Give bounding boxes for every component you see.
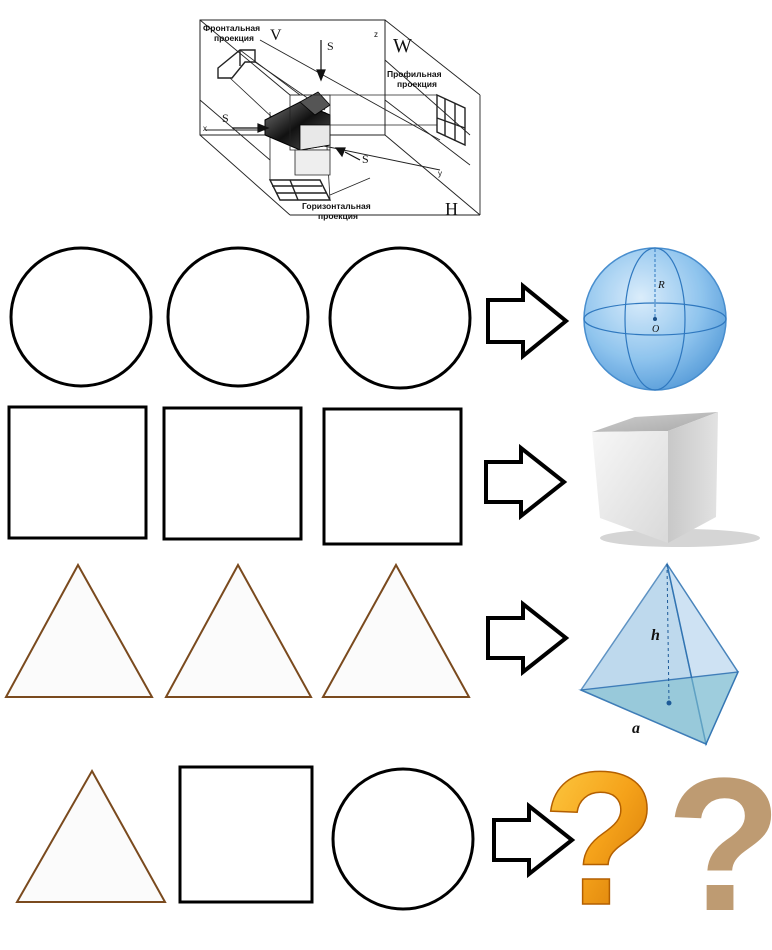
arrow-right-icon xyxy=(492,801,576,879)
row-squares xyxy=(7,405,463,546)
projection-diagram: Фронтальная проекция V z W S Профильная … xyxy=(199,19,481,221)
axis-z-label: z xyxy=(374,30,378,39)
triangle-2 xyxy=(164,562,313,698)
frontal-label-line1: Фронтальная xyxy=(203,23,260,33)
arrow-right-icon xyxy=(486,281,570,361)
svg-text:?: ? xyxy=(666,739,772,950)
triangle-4 xyxy=(15,768,167,903)
sphere: R O xyxy=(583,247,727,391)
profile-label-line1: Профильная xyxy=(387,69,442,79)
frontal-label-line2: проекция xyxy=(214,33,254,43)
sphere-radius-label: R xyxy=(657,279,665,291)
axis-x-label: x xyxy=(203,124,207,133)
plane-edges xyxy=(199,19,481,216)
row-circles xyxy=(9,246,472,390)
square-1 xyxy=(7,405,148,540)
arrow-right-icon xyxy=(486,599,570,677)
square-3 xyxy=(322,407,463,546)
frontal-projection-shape xyxy=(217,49,256,79)
triangle-1 xyxy=(4,562,154,698)
pyramid: h a xyxy=(578,562,740,747)
sphere-center-label: O xyxy=(652,324,659,335)
question-mark-icon: ? ? xyxy=(541,732,772,950)
square-4 xyxy=(178,765,314,904)
object-3d xyxy=(264,91,331,176)
horizontal-label-line1: Горизонтальная xyxy=(302,201,371,211)
circle-1 xyxy=(9,246,153,388)
direction-s-left: S xyxy=(222,111,229,125)
horizontal-projection-shape xyxy=(268,179,332,201)
profile-projection-shape xyxy=(436,93,466,147)
leader-lines xyxy=(329,177,371,196)
plane-w-label: W xyxy=(393,35,412,57)
pyramid-base-label: a xyxy=(632,720,640,737)
profile-label-line2: проекция xyxy=(397,79,437,89)
horizontal-label-line2: проекция xyxy=(318,211,358,221)
pyramid-height-label: h xyxy=(651,627,660,644)
question-mark-glyph: ? xyxy=(542,733,658,945)
axis-y-label: y xyxy=(438,169,442,178)
direction-s-right: S xyxy=(362,152,369,166)
arrow-right-icon xyxy=(484,443,568,521)
square-2 xyxy=(162,406,303,541)
direction-s-top: S xyxy=(327,39,334,53)
row-triangles xyxy=(4,562,471,698)
circle-2 xyxy=(166,246,310,388)
plane-h-label: H xyxy=(445,199,458,219)
direction-arrows xyxy=(232,40,361,161)
cube xyxy=(578,402,766,548)
circle-4 xyxy=(331,767,475,911)
plane-v-label: V xyxy=(270,27,282,44)
circle-3 xyxy=(328,246,472,390)
triangle-3 xyxy=(321,562,471,698)
row-mixed xyxy=(15,765,475,911)
